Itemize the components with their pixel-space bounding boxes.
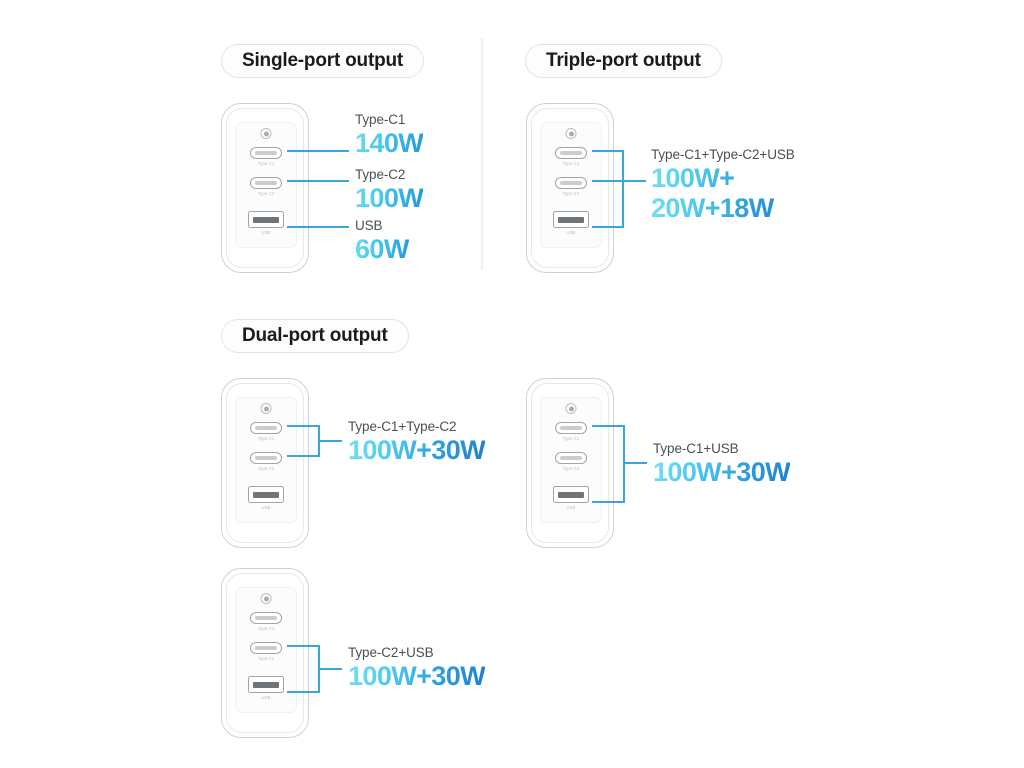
column-divider [481, 38, 483, 270]
bracket-arm-c1 [592, 150, 624, 152]
usb-a-port-label: USB [261, 695, 271, 700]
usb-c2-port [250, 177, 282, 189]
bracket-arm-c2 [287, 455, 320, 457]
usb-c1-port [250, 422, 282, 434]
usb-a-port [248, 211, 284, 228]
usb-c2-port-label: Type-C2 [257, 466, 275, 471]
readout-dual-c1-usb-watt: 100W+30W [653, 457, 791, 487]
brand-badge-icon [565, 128, 577, 139]
connector-line-c1 [287, 150, 349, 152]
bracket-spine [623, 425, 625, 503]
charger-device-dual-c1-c2: Type-C1 Type-C2 USB [221, 378, 309, 548]
bracket-stem [622, 180, 646, 182]
bracket-arm-c1 [287, 425, 320, 427]
usb-c2-port [555, 177, 587, 189]
usb-c1-port [555, 422, 587, 434]
charger-device-dual-c2-usb: Type-C1 Type-C2 USB [221, 568, 309, 738]
bracket-stem [623, 462, 647, 464]
readout-dual-c1-c2-title: Type-C1+Type-C2 [348, 419, 457, 434]
charger-device-triple-port: Type-C1 Type-C2 USB [526, 103, 614, 273]
readout-dual-c1-c2: Type-C1+Type-C2 100W+30W [348, 419, 486, 465]
readout-c1: Type-C1 140W [355, 112, 424, 158]
usb-c1-port [250, 147, 282, 159]
usb-c2-port [555, 452, 587, 464]
readout-dual-c1-c2-watt: 100W+30W [348, 435, 486, 465]
usb-a-port [553, 486, 589, 503]
readout-c2: Type-C2 100W [355, 167, 424, 213]
readout-dual-c2-usb-watt: 100W+30W [348, 661, 486, 691]
section-heading-dual-port: Dual-port output [221, 319, 409, 353]
readout-usb: USB 60W [355, 218, 409, 264]
bracket-arm-c2 [592, 180, 624, 182]
usb-c1-port-label: Type-C1 [562, 161, 580, 166]
usb-c2-port [250, 642, 282, 654]
connector-line-c2 [287, 180, 349, 182]
usb-a-port-label: USB [261, 505, 271, 510]
usb-a-port-label: USB [261, 230, 271, 235]
readout-c2-watt: 100W [355, 183, 424, 213]
readout-dual-c2-usb-title: Type-C2+USB [348, 645, 434, 660]
device-face-panel: Type-C1 Type-C2 USB [235, 122, 297, 248]
readout-c1-title: Type-C1 [355, 112, 406, 127]
readout-usb-title: USB [355, 218, 383, 233]
readout-dual-c2-usb: Type-C2+USB 100W+30W [348, 645, 486, 691]
device-face-panel: Type-C1 Type-C2 USB [540, 122, 602, 248]
usb-c1-port-label: Type-C1 [257, 626, 275, 631]
usb-c2-port-label: Type-C2 [562, 191, 580, 196]
brand-badge-icon [260, 593, 272, 604]
usb-c1-port [555, 147, 587, 159]
usb-c2-port [250, 452, 282, 464]
readout-dual-c1-usb-title: Type-C1+USB [653, 441, 739, 456]
readout-c1-watt: 140W [355, 128, 424, 158]
readout-c2-title: Type-C2 [355, 167, 406, 182]
usb-c2-port-label: Type-C2 [257, 191, 275, 196]
device-face-panel: Type-C1 Type-C2 USB [235, 587, 297, 713]
bracket-arm-c2 [287, 645, 320, 647]
usb-a-port [248, 676, 284, 693]
usb-a-port-label: USB [566, 230, 576, 235]
section-heading-triple-port: Triple-port output [525, 44, 722, 78]
usb-a-port [553, 211, 589, 228]
readout-triple-watt-line2: 20W+18W [651, 193, 795, 223]
brand-badge-icon [565, 403, 577, 414]
usb-c1-port-label: Type-C1 [257, 161, 275, 166]
readout-triple: Type-C1+Type-C2+USB 100W+ 20W+18W [651, 147, 795, 223]
usb-a-port-label: USB [566, 505, 576, 510]
readout-triple-title: Type-C1+Type-C2+USB [651, 147, 795, 162]
readout-dual-c1-usb: Type-C1+USB 100W+30W [653, 441, 791, 487]
bracket-stem [318, 668, 342, 670]
device-face-panel: Type-C1 Type-C2 USB [235, 397, 297, 523]
bracket-arm-usb [287, 691, 320, 693]
bracket-stem [318, 440, 342, 442]
brand-badge-icon [260, 403, 272, 414]
usb-c2-port-label: Type-C2 [562, 466, 580, 471]
brand-badge-icon [260, 128, 272, 139]
readout-triple-watt-line1: 100W+ [651, 163, 795, 193]
usb-c1-port [250, 612, 282, 624]
usb-c1-port-label: Type-C1 [562, 436, 580, 441]
charger-device-dual-c1-usb: Type-C1 Type-C2 USB [526, 378, 614, 548]
bracket-spine [622, 150, 624, 228]
bracket-arm-usb [592, 226, 624, 228]
bracket-arm-usb [592, 501, 625, 503]
section-heading-single-port: Single-port output [221, 44, 425, 78]
charger-device-single-port: Type-C1 Type-C2 USB [221, 103, 309, 273]
connector-line-usb [287, 226, 349, 228]
readout-usb-watt: 60W [355, 234, 409, 264]
device-face-panel: Type-C1 Type-C2 USB [540, 397, 602, 523]
usb-c1-port-label: Type-C1 [257, 436, 275, 441]
usb-c2-port-label: Type-C2 [257, 656, 275, 661]
usb-a-port [248, 486, 284, 503]
bracket-arm-c1 [592, 425, 625, 427]
